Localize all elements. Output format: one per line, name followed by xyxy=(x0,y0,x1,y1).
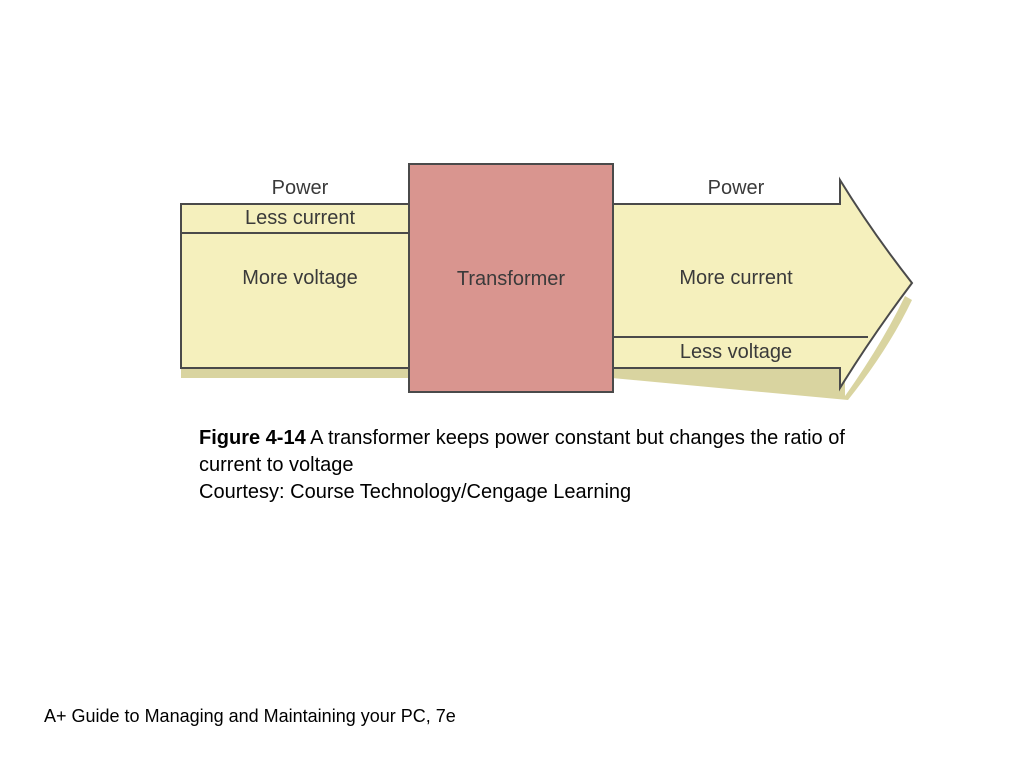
figure-caption: Figure 4-14 A transformer keeps power co… xyxy=(199,425,859,506)
transformer-label: Transformer xyxy=(457,268,566,290)
input-band: Power Less current More voltage xyxy=(180,177,411,378)
output-more-current-label: More current xyxy=(679,267,793,289)
figure-number: Figure 4-14 xyxy=(199,427,306,449)
input-less-current-label: Less current xyxy=(245,207,355,229)
output-arrow-shadow xyxy=(612,296,912,400)
figure-description: A transformer keeps power constant but c… xyxy=(199,427,845,476)
figure-credit: Courtesy: Course Technology/Cengage Lear… xyxy=(199,481,632,503)
output-arrow: Power More current Less voltage xyxy=(611,176,914,400)
output-power-label: Power xyxy=(708,177,765,199)
slide-footer: A+ Guide to Managing and Maintaining you… xyxy=(44,706,456,726)
output-less-voltage-label: Less voltage xyxy=(680,341,792,363)
transformer-block: Transformer xyxy=(408,163,614,393)
input-more-voltage-label: More voltage xyxy=(242,267,358,289)
input-band-shadow xyxy=(181,368,410,378)
input-band-body xyxy=(180,203,411,369)
input-power-label: Power xyxy=(272,177,329,199)
transformer-box xyxy=(408,163,614,393)
